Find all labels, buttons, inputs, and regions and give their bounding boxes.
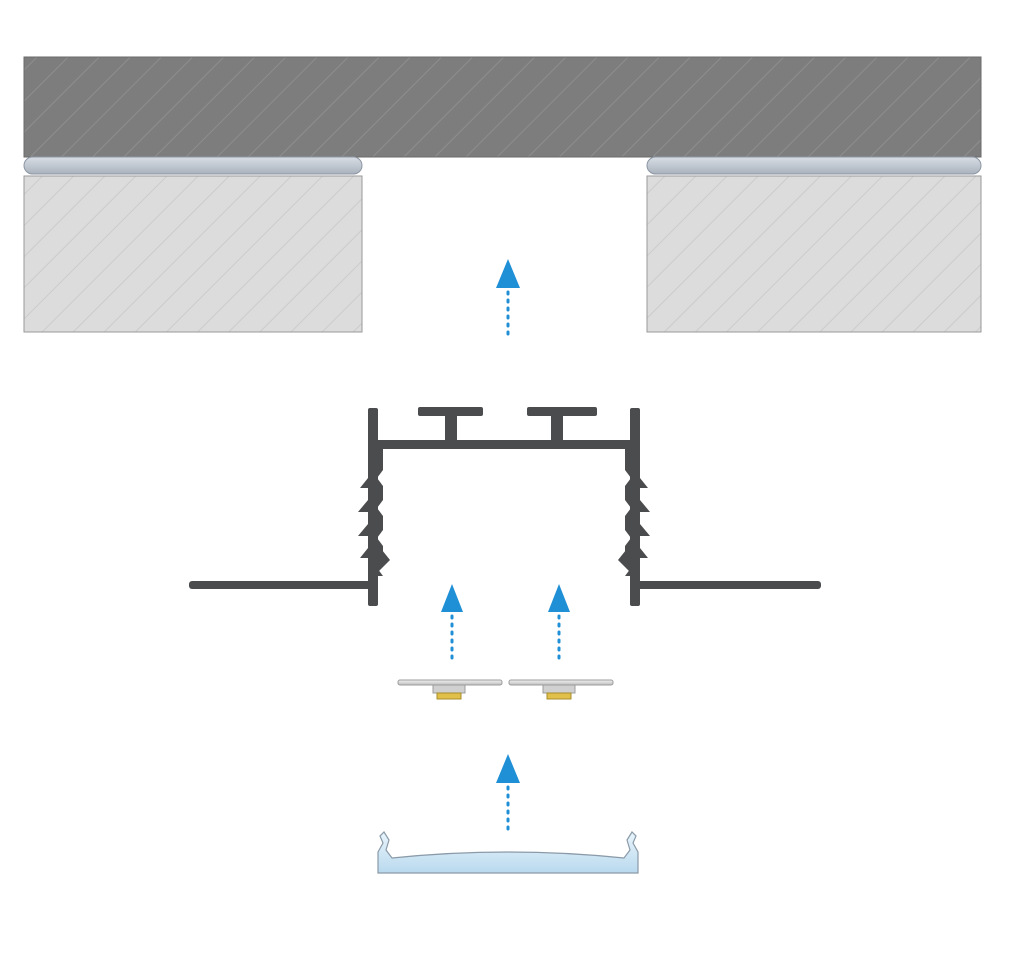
- led-strip-left: [397, 679, 503, 700]
- arrow-up-icon: [496, 754, 520, 836]
- aluminium-profile: [189, 407, 821, 606]
- mounting-strip-right: [646, 156, 982, 175]
- led-strip-right: [508, 679, 614, 700]
- arrow-up-icon: [441, 584, 463, 666]
- arrow-up-icon: [496, 259, 520, 342]
- ceiling-slab: [23, 56, 982, 158]
- diffuser-cover: [377, 831, 639, 874]
- arrow-up-icon: [548, 584, 570, 666]
- mounting-strip-left: [23, 156, 363, 175]
- plasterboard-left: [23, 175, 363, 333]
- plasterboard-right: [646, 175, 982, 333]
